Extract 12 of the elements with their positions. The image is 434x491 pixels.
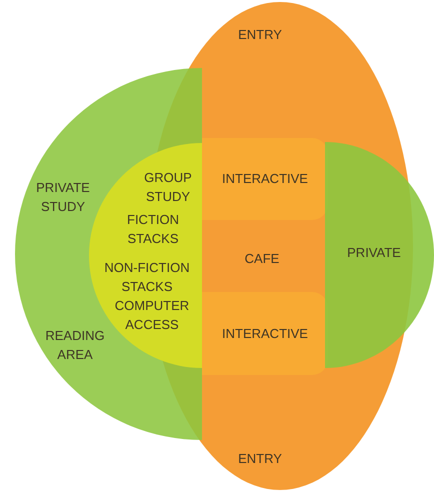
zone-label: PRIVATE STUDY (35, 179, 91, 216)
zone-block: INTERACTIVE (202, 292, 328, 375)
zone-label: PRIVATE (346, 244, 402, 262)
zone-block: INTERACTIVE (202, 138, 328, 220)
zone-label: NON-FICTION STACKS (103, 259, 191, 296)
zone-label: GROUP STUDY (143, 169, 193, 206)
zone-label: FICTION STACKS (126, 211, 180, 248)
zone-label: ENTRY (237, 26, 283, 44)
zone-label: READING AREA (44, 327, 106, 364)
zone-label: ENTRY (237, 450, 283, 468)
zone-label: CAFE (244, 250, 280, 268)
zone-label: COMPUTER ACCESS (114, 297, 190, 334)
